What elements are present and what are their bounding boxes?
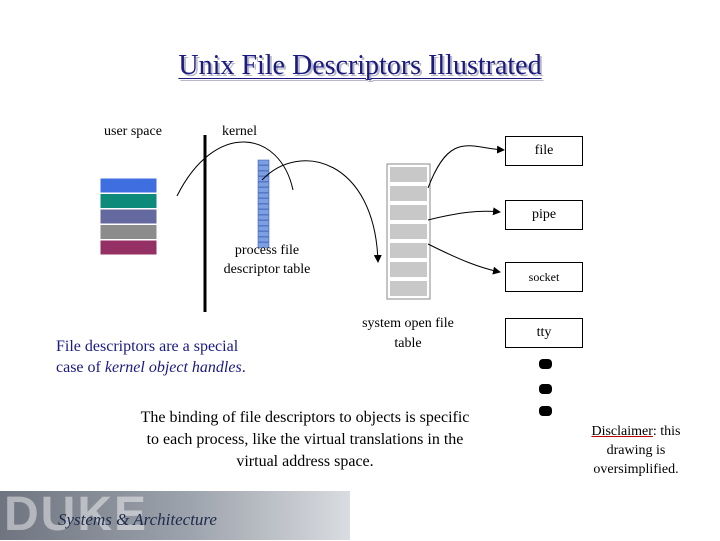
process-to-fd-arrow [176,141,294,197]
pipe-object: pipe [505,200,583,230]
open-file-table-entry [388,203,429,222]
note-suffix: . [241,359,246,376]
arrow-to-file [427,145,505,189]
fd-table-entry [257,203,270,210]
process-memory-block [99,208,158,225]
binding-text: The binding of file descriptors to objec… [140,409,470,470]
open-file-table-entry [388,165,429,184]
note-italic: kernel object handles [104,359,242,376]
fd-table-entry [257,198,270,204]
socket-object: socket [505,262,583,292]
duke-logo: DUKE [4,488,149,541]
ellipsis-dot [539,384,552,394]
fd-table-entry [257,165,270,171]
fd-table-entry [257,236,270,243]
ellipsis-dot [539,359,552,369]
handles-note-line2: case of kernel object handles. [56,357,246,378]
fd-table-entry [257,242,270,248]
fd-table-entry [257,181,270,188]
footer-bar [0,491,350,540]
ellipsis-dot [539,406,552,416]
disclaimer-heading: Disclaimer [591,424,653,439]
note-prefix: case of [56,359,105,376]
footer-subtitle: Systems & Architecture [58,510,217,529]
open-file-table-entry [388,260,429,279]
open-file-table-entry [388,241,429,260]
file-object: file [505,136,583,166]
arrow-to-pipe [427,207,501,221]
fd-table-entry [257,187,270,193]
process-memory-block [99,193,158,209]
fd-table-entry [257,192,270,199]
tty-object: tty [505,318,583,348]
handles-note-line1: File descriptors are a special [56,338,239,355]
handles-note: File descriptors are a special case of k… [56,336,246,378]
arrow-to-socket [427,243,501,275]
fd-to-open-file-arrow [261,160,382,263]
disclaimer: Disclaimer: this drawing is oversimplifi… [582,422,690,479]
open-file-table-frame [386,163,431,300]
open-file-table-entry [388,222,429,241]
disclaimer-text: : this drawing is oversimplified. [593,424,681,477]
fd-table-entry [257,209,270,215]
fd-table-entry [257,220,270,226]
process-memory-blocks [99,177,158,256]
fd-table-label: process file descriptor table [223,243,311,277]
open-file-table [386,163,431,300]
user-space-label: user space [104,124,162,139]
fd-table-entry [257,225,270,232]
process-memory-block [99,239,158,256]
fd-table [257,159,270,248]
kernel-label: kernel [222,124,257,139]
fd-table-entry [257,159,270,166]
process-memory-block [99,177,158,194]
fd-table-entry [257,214,270,221]
process-memory-block [99,224,158,240]
page-title: Unix File Descriptors Illustrated [178,50,542,81]
open-file-table-entry [388,279,429,298]
open-file-table-label: system open file table [362,316,454,351]
open-file-table-entry [388,184,429,203]
fd-table-entry [257,231,270,237]
